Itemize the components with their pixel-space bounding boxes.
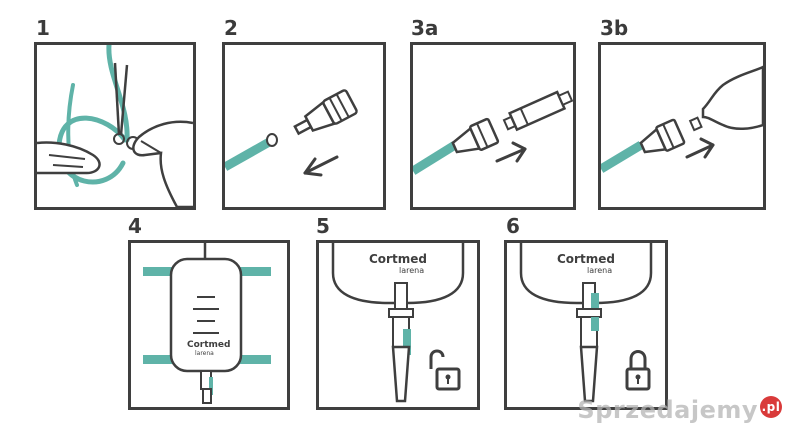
- brand-name-step6: Cortmed: [557, 252, 615, 266]
- panel-step-5: Cortmed larena: [316, 240, 480, 410]
- watermark-text: Sprzedajemy: [577, 396, 758, 424]
- padlock-open-icon: [429, 349, 461, 391]
- leg-bag-straps-illustration: Cortmed larena: [143, 243, 271, 404]
- step-label-3b: 3b: [600, 16, 629, 40]
- brand-name-step5: Cortmed: [369, 252, 427, 266]
- panel-step-3a: [410, 42, 576, 210]
- step-label-6: 6: [506, 214, 520, 238]
- padlock-closed-icon: [625, 350, 651, 391]
- panel-step-6: Cortmed larena: [504, 240, 668, 410]
- valve-open-illustration: Cortmed larena: [331, 243, 465, 403]
- valve-closed-illustration: Cortmed larena: [519, 243, 653, 403]
- bulb-connect-illustration: [601, 65, 763, 173]
- brand-name-step4: Cortmed: [187, 340, 230, 350]
- panel-step-3b: [598, 42, 766, 210]
- brand-sub-step6: larena: [587, 266, 612, 275]
- cut-tube-illustration: [37, 45, 193, 207]
- panel-step-1: [34, 42, 196, 210]
- panel-step-2: [222, 42, 386, 210]
- panel-step-4: Cortmed larena: [128, 240, 290, 410]
- step-label-4: 4: [128, 214, 142, 238]
- step-label-5: 5: [316, 214, 330, 238]
- brand-sub-step4: larena: [195, 350, 214, 357]
- brand-sub-step5: larena: [399, 266, 424, 275]
- syringe-connect-illustration: [413, 90, 573, 175]
- step-label-3a: 3a: [411, 16, 439, 40]
- connector-insert-illustration: [225, 89, 358, 177]
- watermark: Sprzedajemy.pl: [577, 396, 782, 424]
- step-label-2: 2: [224, 16, 238, 40]
- step-label-1: 1: [36, 16, 50, 40]
- watermark-tld: .pl: [760, 396, 782, 418]
